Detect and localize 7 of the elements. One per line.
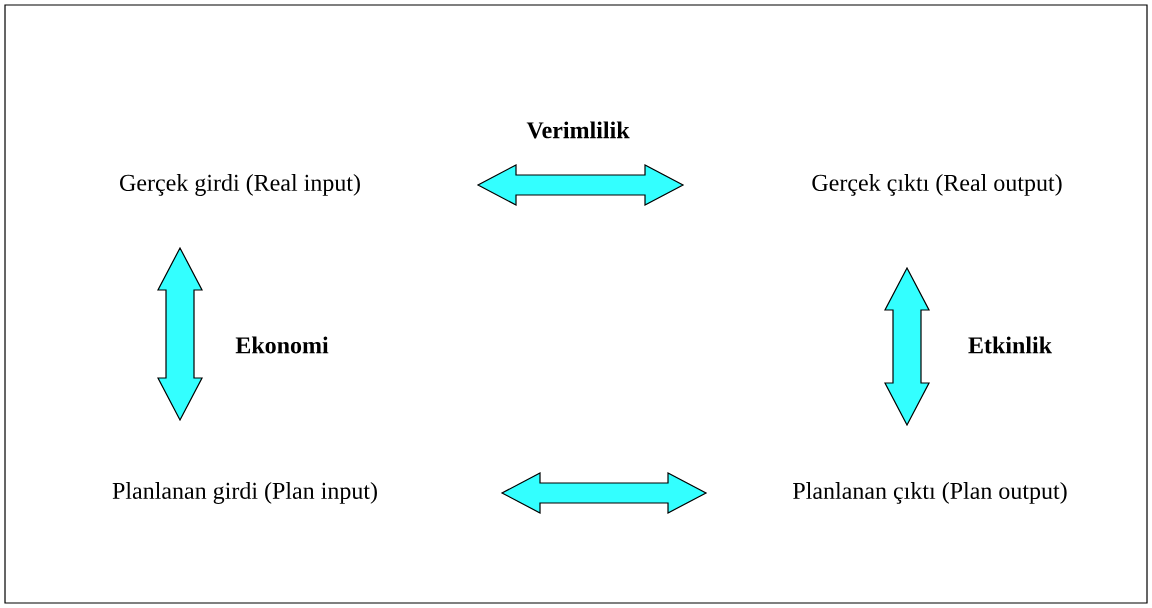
edge-label: Verimlilik: [526, 121, 630, 139]
edge-label: Ekonomi: [235, 336, 329, 354]
node-text: Planlanan çıktı (Plan output): [793, 482, 1067, 504]
node-text: Gerçek çıktı (Real output): [812, 174, 1062, 196]
node-text: Gerçek girdi (Real input): [120, 174, 360, 196]
edge-label: Etkinlik: [968, 336, 1052, 354]
node-text: Planlanan girdi (Plan input): [112, 482, 377, 504]
